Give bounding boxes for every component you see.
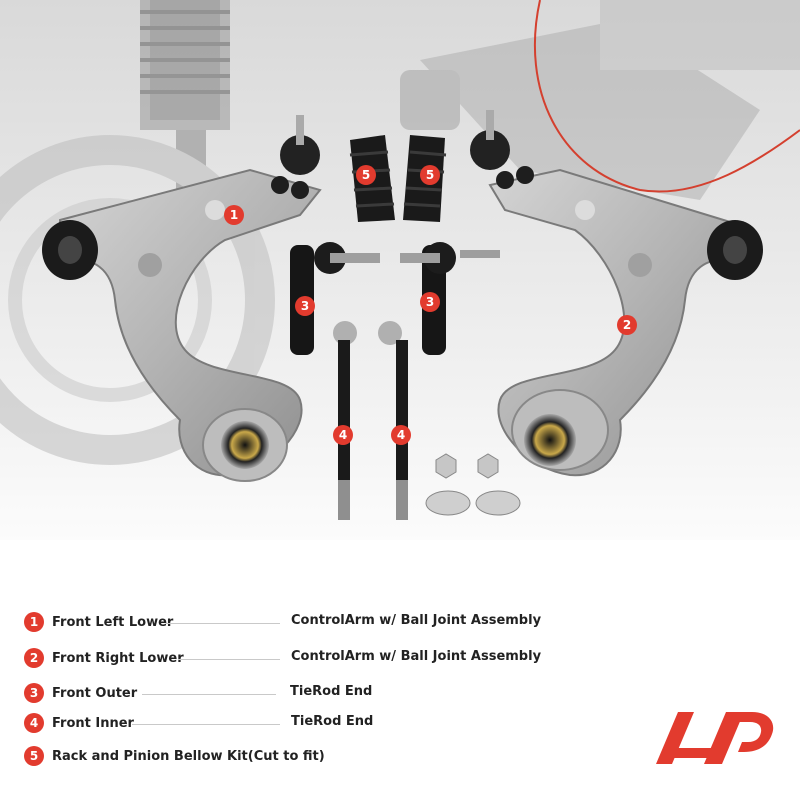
callout-2-text: 2 [623, 318, 631, 332]
callout-badge: 5 [356, 165, 376, 185]
legend-part-desc: TieRod End [290, 684, 373, 699]
leader-line [166, 623, 280, 624]
legend-part-name: Front Left Lower [52, 614, 174, 630]
right-control-arm [488, 168, 763, 477]
legend-number-badge: 5 [24, 746, 44, 766]
hardware-nuts-washers [425, 453, 521, 516]
product-photo: 1 2 3 3 4 4 5 5 [0, 0, 800, 590]
callout-badge: 3 [295, 296, 315, 316]
inner-tie-rod-left [333, 321, 357, 520]
legend-part-desc: ControlArm w/ Ball Joint Assembly [291, 649, 542, 664]
legend-part-name: Front Right Lower [52, 650, 184, 666]
legend-item: 2 Front Right Lower [24, 646, 184, 670]
legend-part-desc: TieRod End [291, 714, 374, 729]
callout-badge: 3 [420, 292, 440, 312]
brand-logo [656, 712, 774, 764]
legend-item: 4 Front Inner [24, 711, 134, 735]
left-control-arm [42, 168, 322, 482]
callout-badge: 2 [617, 315, 637, 335]
legend-number-badge: 1 [24, 612, 44, 632]
right-ball-joint [470, 110, 534, 189]
callout-4-right-text: 4 [397, 428, 405, 442]
legend-item: 5 Rack and Pinion Bellow Kit(Cut to fit) [24, 744, 325, 768]
callout-badge: 4 [333, 425, 353, 445]
legend-part-name: Front Outer [52, 685, 138, 701]
legend-item: 3 Front Outer [24, 681, 137, 705]
inner-tie-rod-right [378, 321, 408, 520]
callout-3-left-text: 3 [301, 299, 309, 313]
callout-badge: 4 [391, 425, 411, 445]
callout-badge: 1 [224, 205, 244, 225]
leader-line [178, 659, 280, 660]
legend-number-badge: 3 [24, 683, 44, 703]
legend-part-name: Front Inner [52, 715, 134, 731]
callout-5-right-text: 5 [426, 168, 434, 182]
callout-badge: 5 [420, 165, 440, 185]
brake-line [533, 0, 800, 193]
left-ball-joint [271, 115, 320, 199]
background-scene [0, 0, 800, 465]
callout-5-left-text: 5 [362, 168, 370, 182]
legend-part-name: Rack and Pinion Bellow Kit(Cut to fit) [52, 748, 325, 764]
callout-3-right-text: 3 [426, 295, 434, 309]
legend-part-desc: ControlArm w/ Ball Joint Assembly [291, 613, 542, 628]
leader-line [132, 724, 280, 725]
legend-number-badge: 2 [24, 648, 44, 668]
callout-4-left-text: 4 [339, 428, 347, 442]
callout-1-text: 1 [230, 208, 238, 222]
legend-item: 1 Front Left Lower [24, 610, 173, 634]
legend-number-badge: 4 [24, 713, 44, 733]
leader-line [142, 694, 276, 695]
